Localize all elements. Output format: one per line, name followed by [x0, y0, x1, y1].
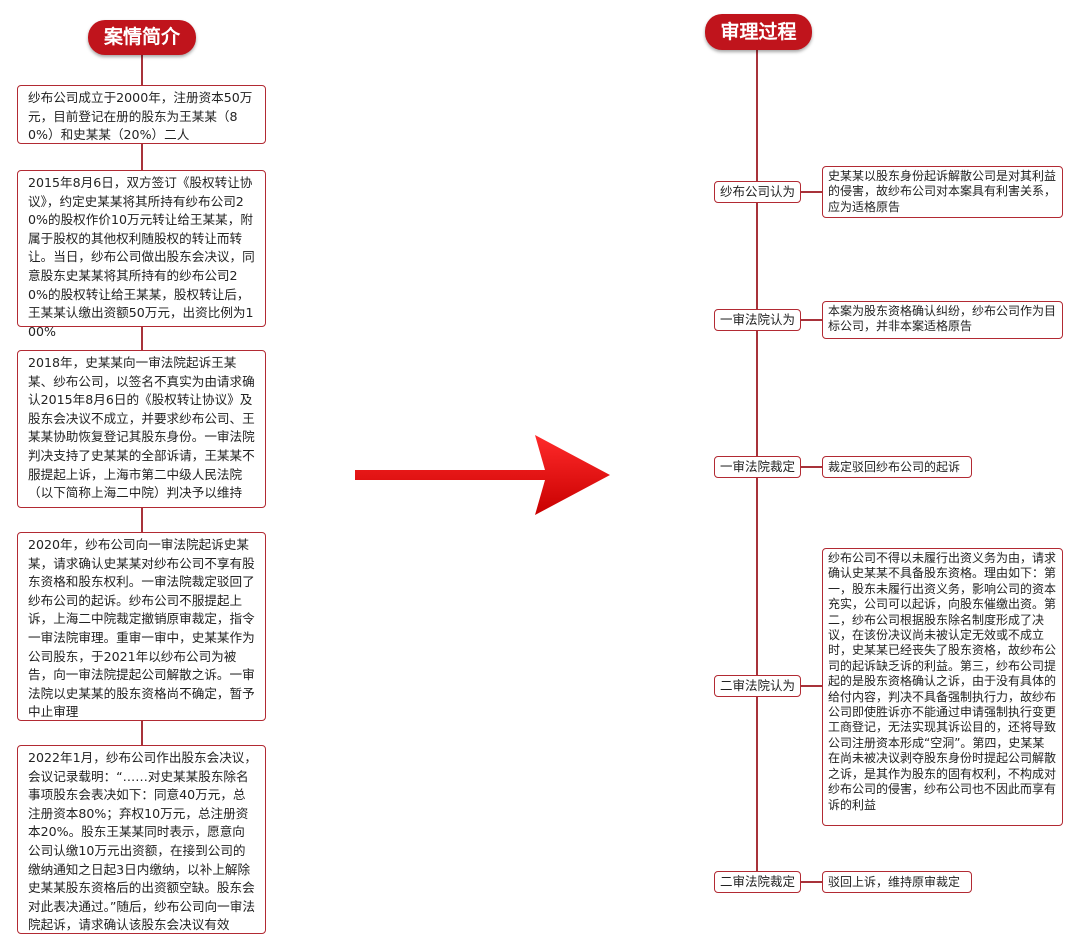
case-fact-box-3: 2018年，史某某向一审法院起诉王某某、纱布公司，以签名不真实为由请求确认201… [17, 350, 266, 508]
case-fact-box-4: 2020年，纱布公司向一审法院起诉史某某，请求确认史某某对纱布公司不享有股东资格… [17, 532, 266, 721]
trial-process-title: 审理过程 [705, 14, 812, 50]
stage-label-5: 二审法院裁定 [714, 871, 801, 893]
stage-detail-5: 驳回上诉，维持原审裁定 [822, 871, 972, 893]
stage-label-1: 纱布公司认为 [714, 181, 801, 203]
stage-detail-4: 纱布公司不得以未履行出资义务为由，请求确认史某某不具备股东资格。理由如下：第一，… [822, 548, 1063, 826]
connector [800, 685, 822, 687]
stage-detail-3: 裁定驳回纱布公司的起诉 [822, 456, 972, 478]
stage-label-2: 一审法院认为 [714, 309, 801, 331]
stage-label-4: 二审法院认为 [714, 675, 801, 697]
connector [800, 191, 822, 193]
stage-label-3: 一审法院裁定 [714, 456, 801, 478]
stage-detail-2: 本案为股东资格确认纠纷，纱布公司作为目标公司，并非本案适格原告 [822, 301, 1063, 339]
connector [800, 881, 822, 883]
case-fact-box-5: 2022年1月，纱布公司作出股东会决议，会议记录载明：“……对史某某股东除名事项… [17, 745, 266, 934]
stage-detail-1: 史某某以股东身份起诉解散公司是对其利益的侵害，故纱布公司对本案具有利害关系，应为… [822, 166, 1063, 218]
connector [800, 466, 822, 468]
connector [800, 319, 822, 321]
case-fact-box-2: 2015年8月6日，双方签订《股权转让协议》，约定史某某将其所持有纱布公司20%… [17, 170, 266, 339]
right-arrow-icon [355, 435, 610, 515]
case-summary-title: 案情简介 [88, 20, 196, 55]
case-fact-box-1: 纱布公司成立于2000年，注册资本50万元，目前登记在册的股东为王某某（80%）… [17, 85, 266, 144]
